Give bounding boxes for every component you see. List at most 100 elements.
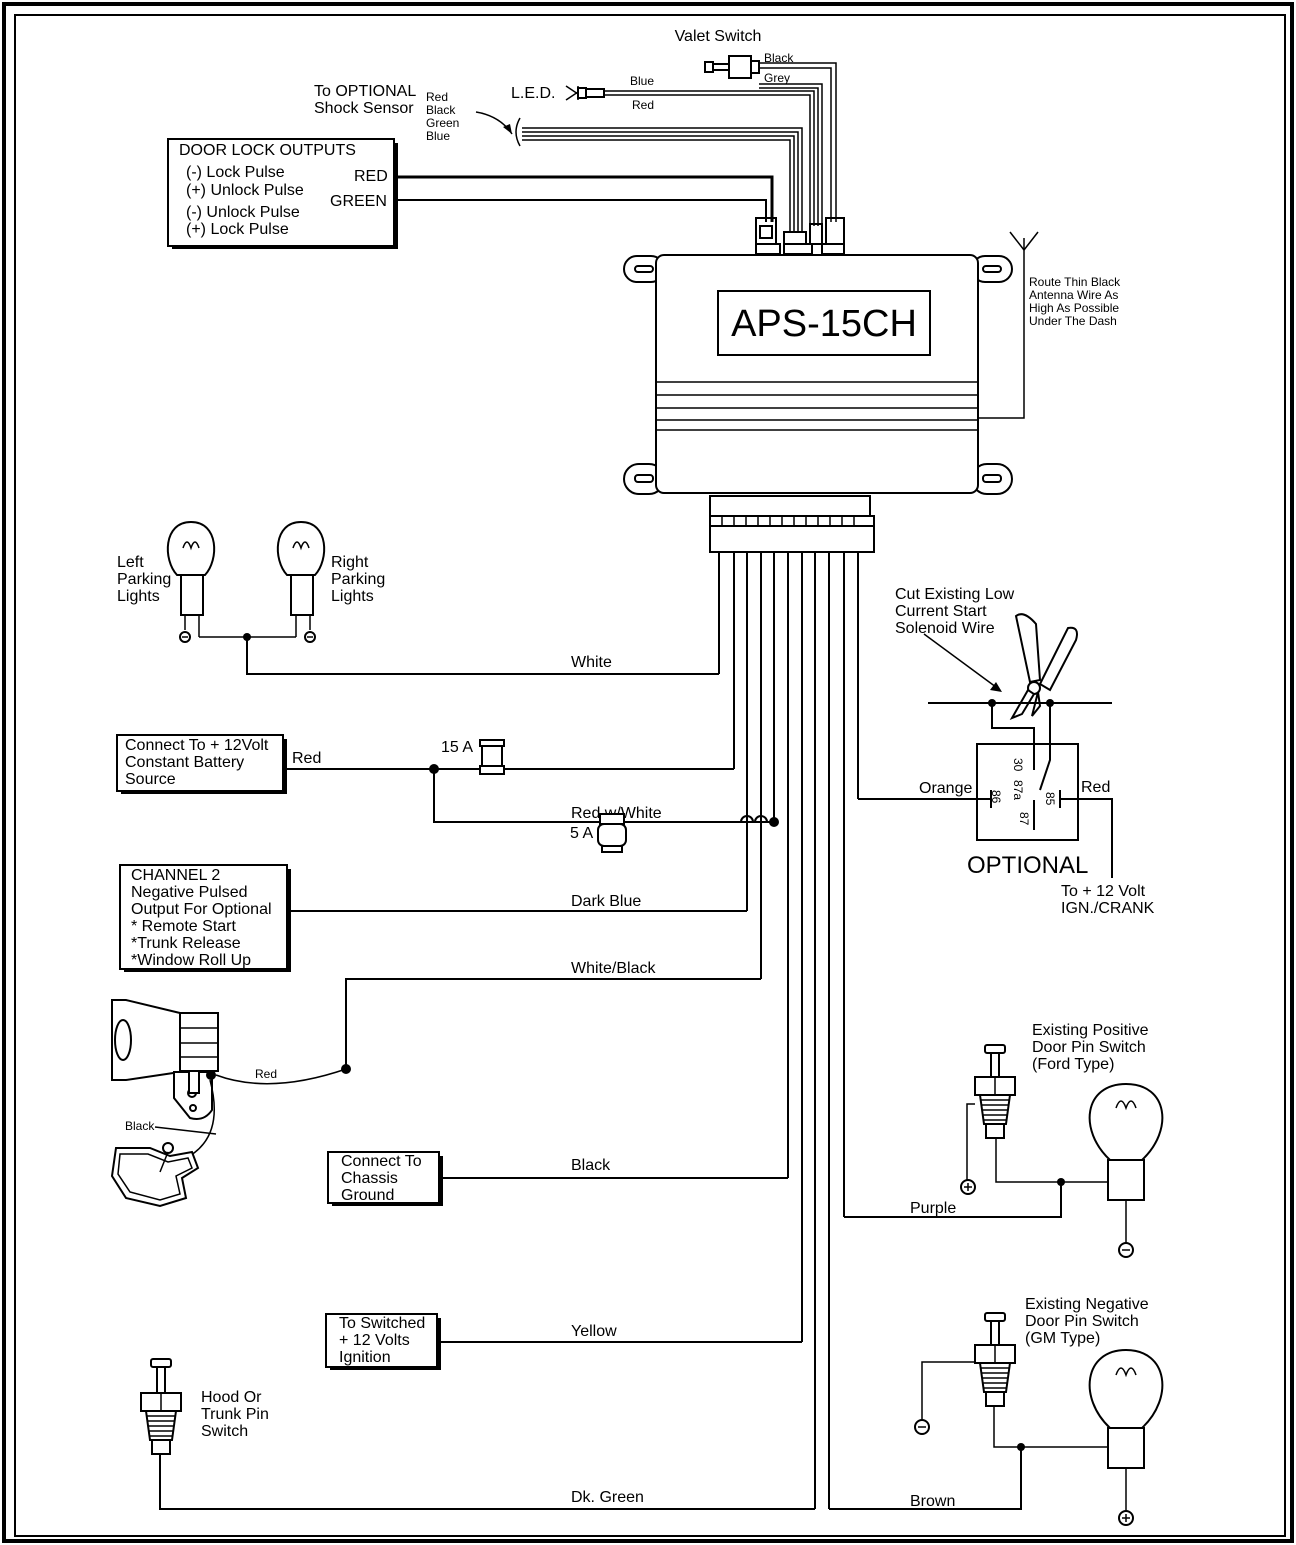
battery-wire-label: Red — [292, 750, 321, 767]
relay-pin-87: 87 — [1017, 812, 1031, 826]
battery-line-1: Connect To + 12Volt — [125, 737, 269, 754]
antenna-wire — [978, 231, 1039, 419]
door-lock-line-3: (-) Unlock Pulse — [186, 204, 300, 221]
valet-black-label: Black — [764, 51, 794, 65]
module-unit: APS-15CH — [623, 217, 1013, 553]
negative-door-pin-switch-icon — [974, 1312, 1016, 1407]
shock-title-1: To OPTIONAL — [314, 83, 416, 100]
channel2-line-3: Output For Optional — [131, 901, 272, 918]
ground-line-3: Ground — [341, 1187, 394, 1204]
siren-black-label: Black — [125, 1119, 155, 1133]
pos-door-label-3: (Ford Type) — [1032, 1056, 1114, 1073]
purple-wire-label: Purple — [910, 1200, 956, 1217]
fuse-15a-icon — [479, 739, 505, 775]
black-wire-label: Black — [571, 1157, 611, 1174]
valet-switch-label: Valet Switch — [675, 28, 762, 45]
right-parking-3: Lights — [331, 588, 374, 605]
door-lock-line-2: (+) Unlock Pulse — [186, 182, 304, 199]
relay-pin-85: 85 — [1043, 792, 1057, 806]
dk-green-wire-label: Dk. Green — [571, 1489, 644, 1506]
hood-label-3: Switch — [201, 1423, 248, 1440]
relay-optional-label: OPTIONAL — [967, 852, 1088, 879]
brown-wire-label: Brown — [910, 1493, 955, 1510]
neg-door-label-3: (GM Type) — [1025, 1330, 1100, 1347]
right-parking-bulb — [276, 520, 326, 643]
ground-line-1: Connect To — [341, 1153, 422, 1170]
pos-door-label-1: Existing Positive — [1032, 1022, 1149, 1039]
module-label-box — [717, 290, 931, 356]
neg-door-label-2: Door Pin Switch — [1025, 1313, 1139, 1330]
shock-connector-icon — [515, 117, 521, 147]
door-lock-box — [167, 138, 395, 247]
shock-wire-black: Black — [426, 103, 456, 117]
right-parking-1: Right — [331, 554, 369, 571]
left-parking-3: Lights — [117, 588, 160, 605]
relay-pin-86: 86 — [989, 790, 1003, 804]
hood-pin-switch-icon — [140, 1358, 182, 1455]
shock-wire-red: Red — [426, 90, 448, 104]
channel2-line-4: * Remote Start — [131, 918, 236, 935]
left-parking-1: Left — [117, 554, 144, 571]
relay-red-label: Red — [1081, 779, 1110, 796]
yellow-wire-label: Yellow — [571, 1323, 617, 1340]
hood-label-2: Trunk Pin — [201, 1406, 269, 1423]
shock-title-2: Shock Sensor — [314, 100, 414, 117]
siren-red-label: Red — [255, 1067, 277, 1081]
led-icon — [565, 85, 605, 101]
negative-ground-icon — [914, 1419, 930, 1435]
positive-dome-bulb-icon — [1088, 1082, 1164, 1258]
ground-box — [327, 1151, 440, 1204]
harness-wires — [718, 552, 859, 1509]
battery-box — [116, 734, 284, 792]
module-name: APS-15CH — [731, 303, 917, 345]
channel2-line-1: CHANNEL 2 — [131, 867, 220, 884]
antenna-note-4: Under The Dash — [1029, 314, 1117, 328]
ignition-line-3: Ignition — [339, 1349, 391, 1366]
battery-line-2: Constant Battery — [125, 754, 244, 771]
door-lock-line-1: (-) Lock Pulse — [186, 164, 285, 181]
orange-wire-label: Orange — [919, 780, 972, 797]
relay-ign-1: To + 12 Volt — [1061, 883, 1146, 900]
ignition-line-2: + 12 Volts — [339, 1332, 410, 1349]
relay-pin-30: 30 — [1011, 758, 1025, 772]
door-lock-title: DOOR LOCK OUTPUTS — [179, 142, 356, 159]
fuse-5a-icon — [597, 813, 627, 853]
relay-pin-87a: 87a — [1011, 780, 1025, 800]
channel2-line-5: *Trunk Release — [131, 935, 241, 952]
relay-box — [976, 743, 1079, 841]
neg-door-label-1: Existing Negative — [1025, 1296, 1149, 1313]
left-parking-bulb — [166, 520, 216, 643]
ignition-line-1: To Switched — [339, 1315, 425, 1332]
positive-ground-icon — [960, 1179, 976, 1195]
left-parking-2: Parking — [117, 571, 171, 588]
positive-door-pin-switch-icon — [974, 1044, 1016, 1139]
shock-wire-green: Green — [426, 116, 459, 130]
door-lock-line-4: (+) Lock Pulse — [186, 221, 289, 238]
led-red-label: Red — [632, 98, 654, 112]
chassis-ground-bracket-icon — [110, 1142, 200, 1208]
pos-door-label-2: Door Pin Switch — [1032, 1039, 1146, 1056]
cut-label-2: Current Start — [895, 603, 987, 620]
negative-dome-bulb-icon — [1088, 1348, 1164, 1526]
antenna-note-3: High As Possible — [1029, 301, 1119, 315]
channel2-line-2: Negative Pulsed — [131, 884, 248, 901]
ground-line-2: Chassis — [341, 1170, 398, 1187]
led-blue-label: Blue — [630, 74, 654, 88]
antenna-note-2: Antenna Wire As — [1029, 288, 1118, 302]
valet-grey-label: Grey — [764, 71, 790, 85]
door-lock-red: RED — [354, 168, 388, 185]
cut-label-3: Solenoid Wire — [895, 620, 995, 637]
siren-icon — [111, 999, 219, 1120]
fuse-5a-label: 5 A — [570, 825, 593, 842]
cut-label-1: Cut Existing Low — [895, 586, 1015, 603]
white-black-wire-label: White/Black — [571, 960, 656, 977]
antenna-note-1: Route Thin Black — [1029, 275, 1121, 289]
fuse-15a-label: 15 A — [441, 739, 473, 756]
door-lock-green: GREEN — [330, 193, 387, 210]
dark-blue-wire-label: Dark Blue — [571, 893, 641, 910]
led-label: L.E.D. — [511, 85, 555, 102]
right-parking-2: Parking — [331, 571, 385, 588]
shock-wire-blue: Blue — [426, 129, 450, 143]
battery-line-3: Source — [125, 771, 176, 788]
